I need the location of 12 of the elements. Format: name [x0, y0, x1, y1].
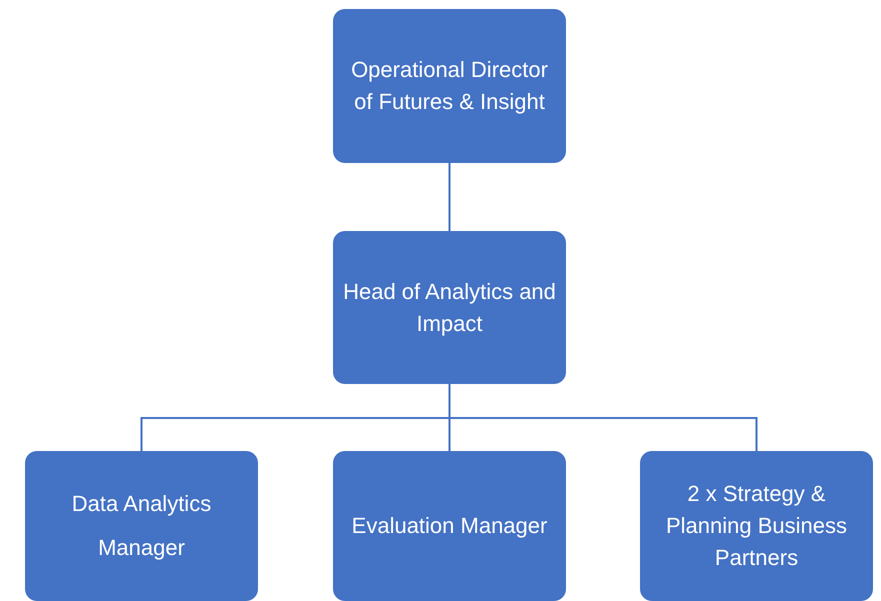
role-title: Evaluation Manager [352, 512, 548, 540]
role-title: Data Analytics Manager [70, 490, 212, 562]
role-title: Operational Director of Futures & Insight [350, 56, 549, 116]
role-title: Head of Analytics and Impact [343, 278, 556, 338]
org-box [333, 451, 566, 601]
org-box [333, 9, 566, 163]
role-title: 2 x Strategy & Planning Business Partners [664, 480, 848, 572]
connector-line [448, 163, 450, 231]
org-box [640, 451, 873, 601]
org-box [25, 451, 258, 601]
connector-line [448, 384, 758, 451]
org-box [333, 231, 566, 384]
